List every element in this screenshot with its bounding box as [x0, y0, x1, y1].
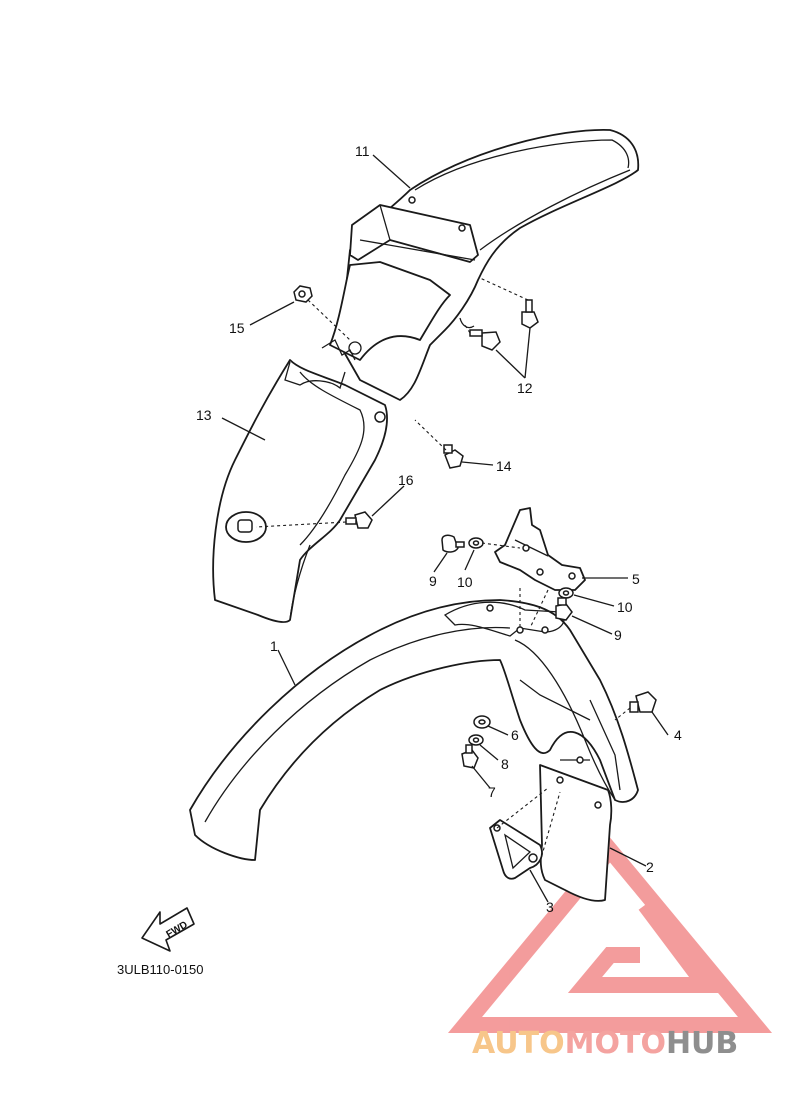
- diagram-code: 3ULB110-0150: [117, 962, 204, 977]
- callout-9-right: 9: [614, 627, 622, 643]
- callout-10-left: 10: [457, 574, 473, 590]
- watermark-part-auto: AUTO: [472, 1026, 565, 1061]
- washer-part-8: [468, 734, 484, 746]
- watermark-part-hub: HUB: [666, 1026, 738, 1061]
- callout-6: 6: [511, 727, 519, 743]
- bolt-part-9-right: [555, 597, 573, 621]
- stay-part-5: [494, 507, 586, 591]
- watermark-text: AUTOMOTOHUB: [472, 1026, 738, 1061]
- mud-flap-part-13: [212, 359, 388, 623]
- washer-part-6: [473, 715, 491, 729]
- callout-1: 1: [270, 638, 278, 654]
- washer-part-10-left: [468, 537, 484, 549]
- bolt-part-9-left: [441, 534, 465, 553]
- front-fender-part-1: [189, 599, 639, 861]
- fwd-arrow-icon: FWD: [141, 907, 195, 952]
- callout-11: 11: [355, 143, 370, 159]
- callout-13: 13: [196, 407, 212, 423]
- bolt-part-4: [629, 691, 657, 713]
- bolt-part-16: [345, 511, 373, 529]
- washer-part-10-right: [558, 587, 574, 599]
- bolt-part-12b: [521, 299, 539, 329]
- callout-3: 3: [546, 899, 554, 915]
- bolt-part-14: [443, 444, 464, 469]
- bolt-part-7: [461, 744, 479, 769]
- plate-part-2: [539, 764, 613, 902]
- callout-5: 5: [632, 571, 640, 587]
- nut-part-15: [293, 285, 313, 303]
- callout-10-right: 10: [617, 599, 633, 615]
- callout-7: 7: [488, 784, 496, 800]
- callout-16: 16: [398, 472, 414, 488]
- callout-4: 4: [674, 727, 682, 743]
- callout-labels: 11 15 12 13 14 16 9 10 5 10 9 1 4 6 8 7 …: [196, 143, 682, 915]
- callout-15: 15: [229, 320, 245, 336]
- callout-12: 12: [517, 380, 533, 396]
- bracket-part-3: [489, 819, 543, 880]
- watermark-part-moto: MOTO: [565, 1026, 666, 1061]
- bolt-part-12a: [469, 329, 501, 351]
- watermark-logo: [447, 837, 773, 1033]
- callout-14: 14: [496, 458, 512, 474]
- callout-9-left: 9: [429, 573, 437, 589]
- callout-8: 8: [501, 756, 509, 772]
- assembly-lines: [255, 277, 631, 863]
- leader-lines: [221, 154, 669, 903]
- rear-fender-part-11: [321, 129, 640, 401]
- callout-2: 2: [646, 859, 654, 875]
